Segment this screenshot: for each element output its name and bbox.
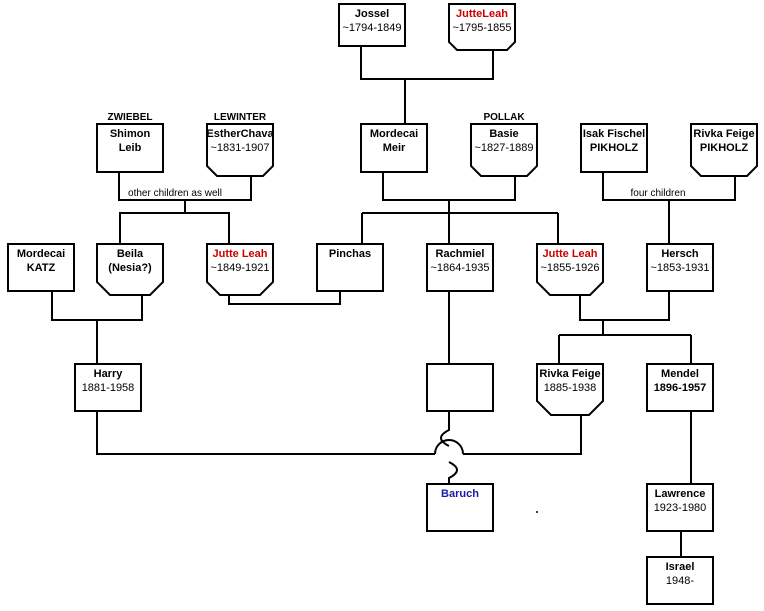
box-harry	[74, 363, 142, 412]
box-isak-fischel	[580, 123, 648, 173]
beila-name: Beila	[117, 248, 144, 260]
jutte-leah-1849-name: Jutte Leah	[212, 248, 267, 260]
mendel-dates: 1896-1957	[654, 382, 707, 394]
box-israel	[646, 556, 714, 605]
jossel-name: Jossel	[355, 8, 389, 20]
harry-name: Harry	[94, 368, 124, 380]
hersch-name: Hersch	[661, 248, 699, 260]
note-other-children: other children as well	[128, 188, 222, 199]
box-mordecai-katz	[7, 243, 75, 292]
isak-surname: PIKHOLZ	[590, 142, 639, 154]
isak-name: Isak Fischel	[583, 128, 645, 140]
harry-dates: 1881-1958	[82, 382, 135, 394]
box-baruch	[426, 483, 494, 532]
pinchas-name: Pinchas	[329, 248, 371, 260]
mordecai-meir-name: Mordecai	[370, 128, 418, 140]
box-jutte-leah-1855-female	[536, 243, 604, 296]
lawrence-dates: 1923-1980	[654, 502, 707, 514]
jossel-dates: ~1794-1849	[342, 22, 401, 34]
mendel-name: Mendel	[661, 368, 699, 380]
jutte-leah-1855-dates: ~1855-1926	[540, 262, 599, 274]
jutte-leah-1855-name: Jutte Leah	[542, 248, 597, 260]
rivka-senior-surname: PIKHOLZ	[700, 142, 749, 154]
box-jutte-leah-1849-female	[206, 243, 274, 296]
box-mendel	[646, 363, 714, 412]
rachmiel-name: Rachmiel	[436, 248, 485, 260]
box-jossel	[338, 3, 406, 47]
box-pinchas	[316, 243, 384, 292]
box-rivka-feige-senior-female	[690, 123, 758, 177]
box-hersch	[646, 243, 714, 292]
box-shimon-leib	[96, 123, 164, 173]
box-lawrence	[646, 483, 714, 532]
mordecai-meir-name2: Meir	[383, 142, 406, 154]
rachmiel-dates: ~1864-1935	[430, 262, 489, 274]
lawrence-name: Lawrence	[655, 488, 706, 500]
baruch-name: Baruch	[441, 488, 479, 500]
rivka-junior-dates: 1885-1938	[544, 382, 597, 394]
box-rachmiel	[426, 243, 494, 292]
estherchava-name: EstherChava	[206, 128, 274, 140]
box-rivka-feige-junior-female	[536, 363, 604, 416]
israel-name: Israel	[666, 561, 695, 573]
connector-lines	[51, 46, 736, 557]
box-mordecai-meir	[360, 123, 428, 173]
beila-name2: (Nesia?)	[108, 262, 152, 274]
basie-name: Basie	[489, 128, 518, 140]
hersch-dates: ~1853-1931	[650, 262, 709, 274]
jutteleah-dates: ~1795-1855	[452, 22, 511, 34]
surname-lewinter: LEWINTER	[214, 112, 267, 123]
rivka-junior-name: Rivka Feige	[539, 368, 600, 380]
surname-zwiebel: ZWIEBEL	[108, 112, 153, 123]
mordecai-katz-name: Mordecai	[17, 248, 65, 260]
box-jutteleah-female	[448, 3, 516, 51]
israel-dates: 1948-	[666, 575, 694, 587]
basie-dates: ~1827-1889	[474, 142, 533, 154]
rivka-senior-name: Rivka Feige	[693, 128, 754, 140]
jutteleah-name: JutteLeah	[456, 8, 508, 20]
jutte-leah-1849-dates: ~1849-1921	[210, 262, 269, 274]
box-beila-female	[96, 243, 164, 296]
surname-pollak: POLLAK	[483, 112, 525, 123]
mordecai-katz-surname: KATZ	[27, 262, 56, 274]
note-four-children: four children	[630, 188, 685, 199]
stray-dot	[536, 511, 538, 513]
shimon-name2: Leib	[119, 142, 142, 154]
estherchava-dates: ~1831-1907	[210, 142, 269, 154]
box-basie-female	[470, 123, 538, 177]
shimon-name: Shimon	[110, 128, 151, 140]
box-unknown-parent	[426, 363, 494, 412]
box-estherchava-female	[206, 123, 274, 177]
